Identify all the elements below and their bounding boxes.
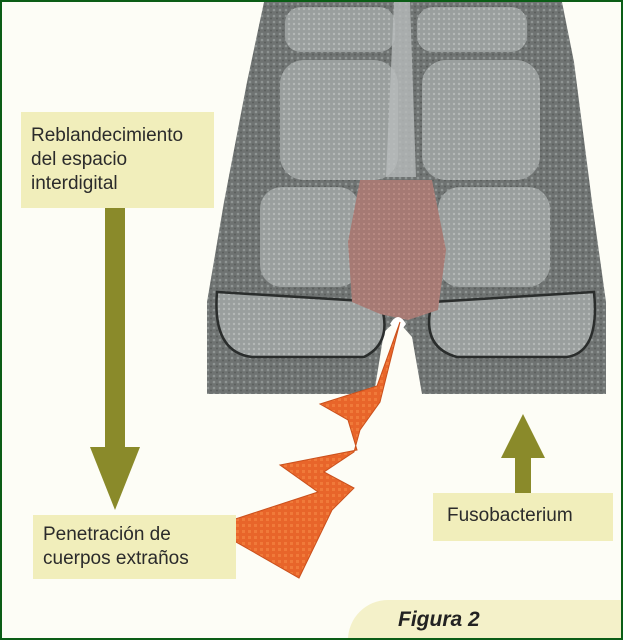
fusobacterium-text: Fusobacterium xyxy=(447,504,613,528)
softening-label: Reblandecimiento del espacio interdigita… xyxy=(21,112,214,208)
claw-right xyxy=(429,292,595,357)
penetration-label: Penetración de cuerpos extraños xyxy=(33,515,236,579)
arrow-down-icon xyxy=(90,208,140,510)
fusobacterium-label: Fusobacterium xyxy=(433,493,613,541)
phalanx-low-right xyxy=(438,187,550,287)
figure-caption: Figura 2 xyxy=(348,600,623,640)
softening-line-3: interdigital xyxy=(31,172,214,196)
penetration-line-1: Penetración de xyxy=(43,523,236,547)
phalanx-mid-left xyxy=(280,60,398,180)
softening-line-1: Reblandecimiento xyxy=(31,124,214,148)
phalanx-top-left xyxy=(285,7,395,52)
hoof-xray-illustration xyxy=(207,2,606,394)
softening-line-2: del espacio xyxy=(31,148,214,172)
interdigital-lesion xyxy=(348,180,446,320)
phalanx-mid-right xyxy=(422,60,540,180)
phalanx-top-right xyxy=(417,7,527,52)
arrow-up-icon xyxy=(501,414,545,495)
penetration-line-2: cuerpos extraños xyxy=(43,547,236,571)
phalanx-low-left xyxy=(260,187,360,287)
